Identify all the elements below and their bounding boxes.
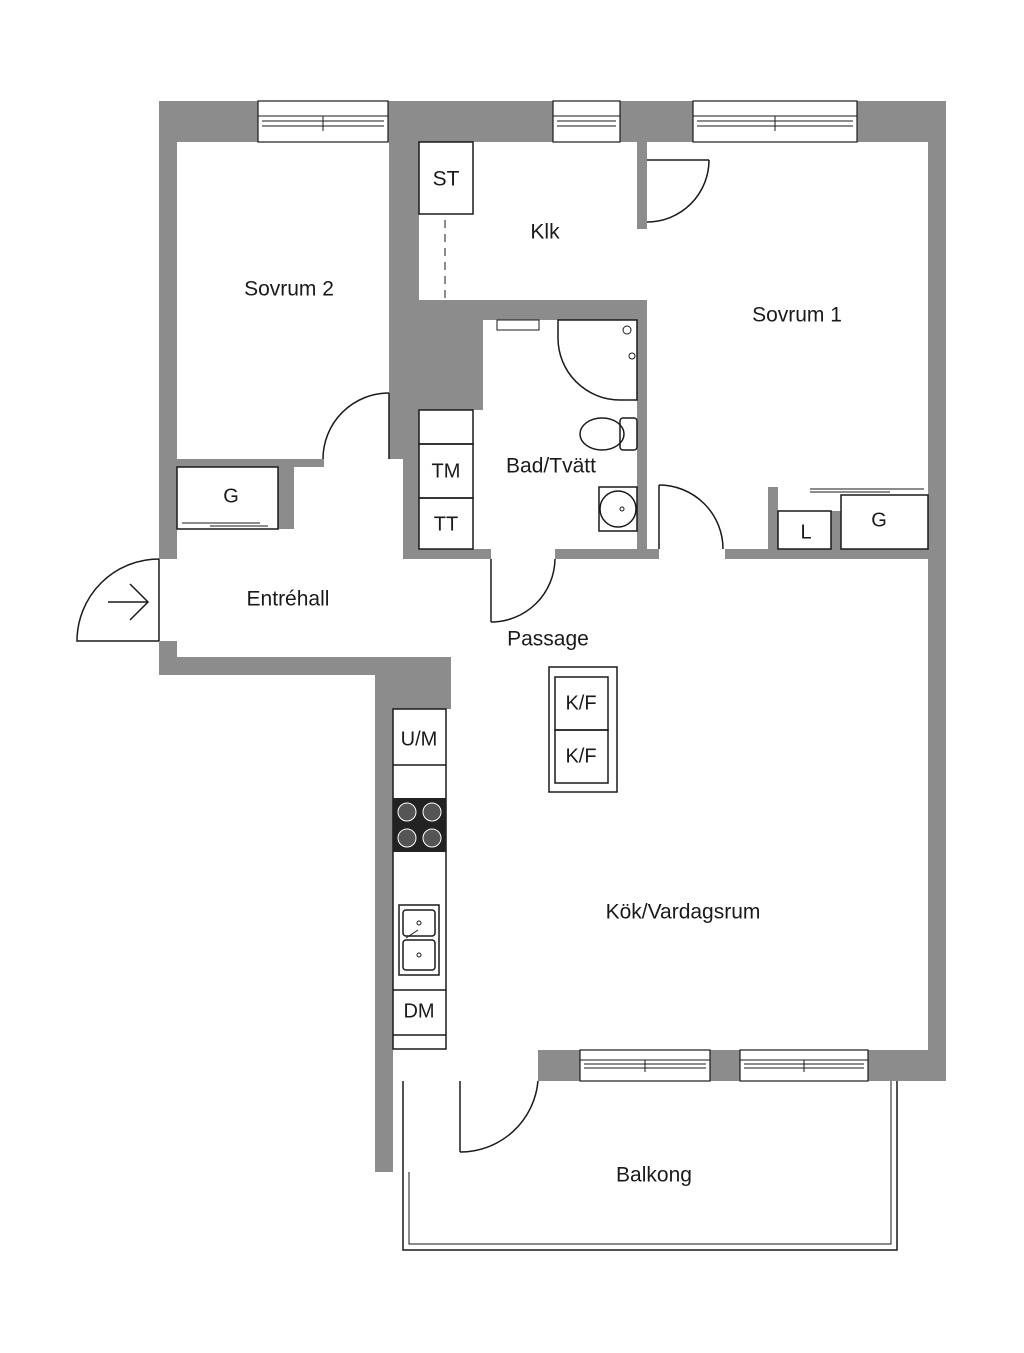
fixtures [176,141,929,1251]
toilet [579,417,638,451]
wall-bad-right [637,300,647,549]
g-closet-left [176,466,279,530]
label-st: ST [433,168,460,191]
label-sovrum1: Sovrum 1 [752,304,842,327]
windows [257,100,869,1082]
label-l: L [800,521,811,543]
label-kf-bottom: K/F [565,745,596,767]
label-klk: Klk [530,221,560,244]
wall-g-right [278,459,294,529]
kitchen-counter [392,708,447,1050]
wall-right [928,101,946,1081]
l-closet [777,510,832,550]
tt-box [418,497,474,550]
label-g-right: G [871,509,887,531]
label-dm: DM [403,1000,434,1022]
wall-bad-bottom [403,549,491,559]
window-sovrum2 [257,100,389,143]
kitchen-island [548,666,618,793]
wall-bad-left-strip [403,300,419,559]
bath-shelf [496,319,540,331]
wall-sovrum2-bottom [159,459,324,467]
label-kok: Kök/Vardagsrum [606,901,761,924]
label-sovrum2: Sovrum 2 [244,278,334,301]
door-sovrum2 [322,392,390,460]
door-balkong [459,1080,539,1153]
door-entrance [76,558,160,642]
st-cabinet [418,141,474,215]
label-um: U/M [401,728,438,750]
doors [76,159,724,1153]
label-tt: TT [434,513,458,535]
label-entrehall: Entréhall [247,588,330,611]
window-kok-right [739,1049,869,1082]
stove [393,798,446,852]
wall-bad-bottom-right [555,549,647,559]
label-kf-top: K/F [565,692,596,714]
window-klk [552,100,621,143]
wall-klk-sovrum1 [637,101,647,229]
kf-bottom-box [554,729,609,784]
label-g-left: G [223,485,239,507]
door-klk [646,159,710,223]
g-closet-right [840,494,929,550]
window-sovrum1 [692,100,858,143]
bath-sink [598,486,638,532]
label-tm: TM [432,460,461,482]
shower [557,319,638,401]
wall-sovrum1-closet [768,487,778,559]
wall-left-upper [159,101,177,559]
door-bad [490,558,556,623]
wall-passage-right [647,549,659,559]
room-labels: Sovrum 2 Klk ST Sovrum 1 Bad/Tvätt TM TT… [223,168,887,1187]
door-sovrum1 [658,484,724,550]
label-bad: Bad/Tvätt [506,455,596,478]
tm-machine [418,409,474,445]
walls [159,101,946,1172]
label-balkong: Balkong [616,1164,692,1187]
window-kok-left [579,1049,711,1082]
kitchen-sink [398,904,440,976]
wall-sovrum1-l [831,511,841,559]
balcony-railing [402,1081,898,1251]
label-passage: Passage [507,628,589,651]
wall-kitchen-left [375,657,393,1172]
